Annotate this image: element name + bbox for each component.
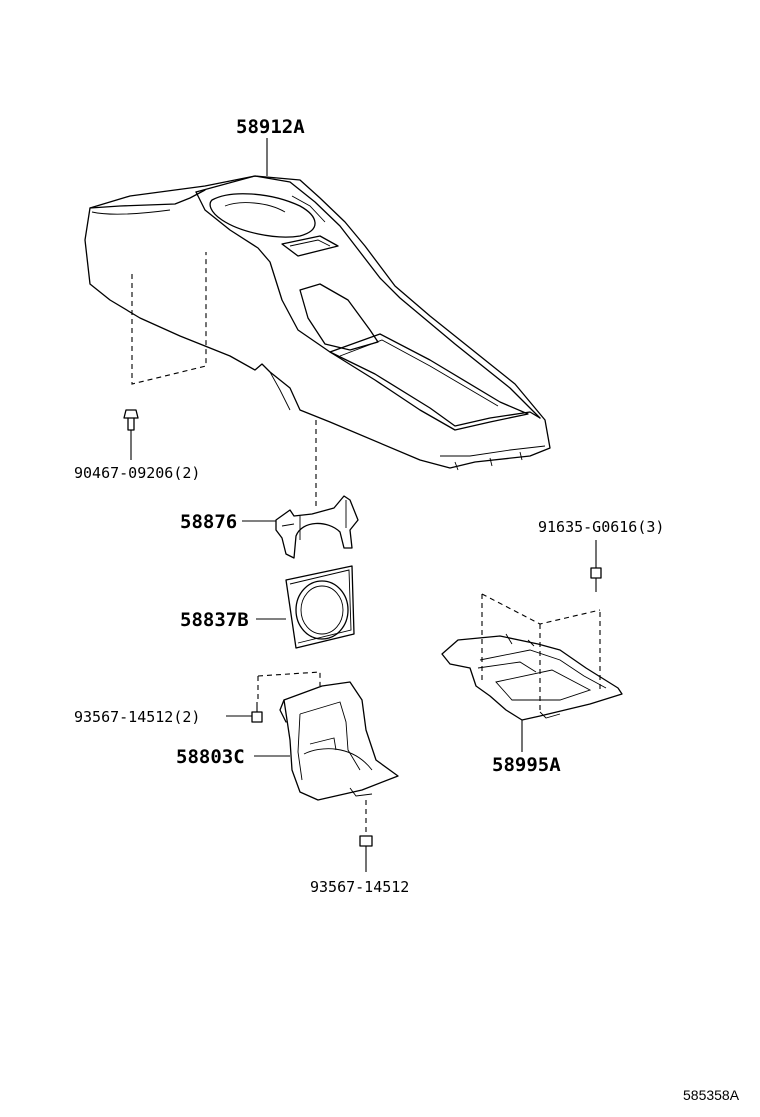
box-58803c[interactable] bbox=[279, 681, 399, 801]
panel-58837b[interactable] bbox=[285, 565, 355, 649]
plate-58995a[interactable] bbox=[441, 633, 623, 721]
label-58876: 58876 bbox=[180, 511, 237, 533]
label-91635-g0616: 91635-G0616(3) bbox=[538, 518, 664, 536]
label-58837b: 58837B bbox=[180, 609, 249, 631]
screw-93567-14512-side[interactable] bbox=[226, 702, 263, 723]
console-box-58912a[interactable] bbox=[84, 175, 551, 471]
label-93567-14512: 93567-14512 bbox=[310, 878, 409, 896]
clip-90467-09206[interactable] bbox=[123, 409, 139, 460]
label-93567-14512-2: 93567-14512(2) bbox=[74, 708, 200, 726]
label-90467-09206: 90467-09206(2) bbox=[74, 464, 200, 482]
bracket-58876[interactable] bbox=[275, 495, 359, 559]
diagram-id: 585358A bbox=[683, 1087, 740, 1103]
clip-91635-g0616[interactable] bbox=[590, 567, 602, 592]
label-58803c: 58803C bbox=[176, 746, 245, 768]
label-58912a: 58912A bbox=[236, 116, 305, 138]
screw-93567-14512-bottom[interactable] bbox=[359, 835, 373, 872]
label-58995a: 58995A bbox=[492, 754, 561, 776]
